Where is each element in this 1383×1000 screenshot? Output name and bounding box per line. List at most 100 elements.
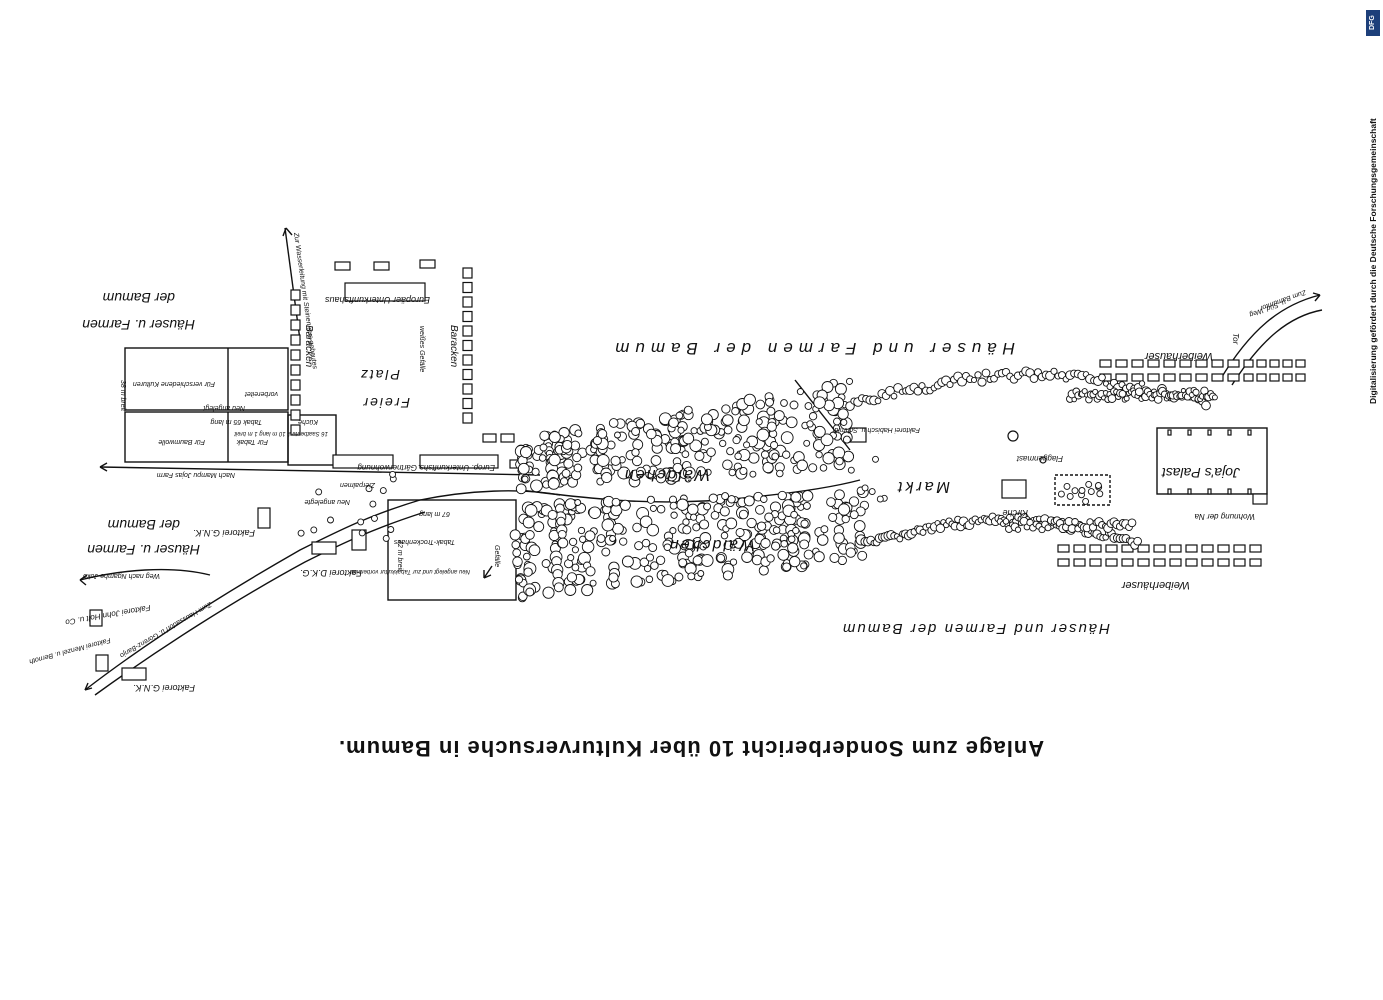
tree-icon	[1134, 387, 1144, 397]
tree-icon	[1044, 524, 1052, 532]
tree-icon	[756, 428, 770, 442]
tree-icon	[676, 498, 689, 511]
weiberhaus-hut	[1217, 558, 1230, 567]
tree-icon	[369, 500, 377, 508]
tree-icon	[574, 429, 583, 438]
tree-icon	[981, 368, 991, 378]
hut-c	[419, 259, 436, 269]
tree-icon	[572, 452, 582, 463]
tree-icon	[646, 523, 660, 537]
arrow-water-icon	[282, 227, 293, 237]
label-gaertnerwohnung: Gärtnerwohnung	[357, 463, 417, 472]
credit-text: Digitalisierung gefördert durch die Deut…	[1368, 118, 1378, 404]
tree-icon	[719, 506, 730, 517]
weiberhaus-hut	[1105, 544, 1118, 553]
label-haeuser-mid-2: der Bamum	[107, 517, 180, 533]
tree-icon	[608, 418, 619, 428]
tree-icon	[821, 381, 834, 393]
tree-icon	[735, 527, 745, 538]
baracken-left	[290, 289, 301, 436]
tree-lines	[297, 366, 1218, 550]
label-breit-38m: 38 m breit	[119, 380, 126, 412]
tree-icon	[585, 566, 596, 577]
tree-icon	[802, 501, 811, 510]
tree-icon	[1211, 394, 1218, 401]
tree-icon	[760, 495, 768, 503]
map-drawing	[79, 227, 1323, 696]
tree-icon	[677, 426, 685, 434]
baracke-hut	[462, 368, 473, 381]
tree-icon	[524, 504, 538, 517]
tree-icon	[777, 548, 790, 561]
label-kirche: Kirche	[1002, 508, 1028, 518]
label-markt: Markt	[895, 478, 950, 495]
tree-icon	[611, 497, 621, 507]
tree-icon	[650, 561, 659, 570]
tree-icon	[770, 441, 779, 450]
tree-icon	[538, 454, 547, 462]
tree-icon	[765, 397, 774, 407]
tree-icon	[762, 461, 774, 474]
label-haeuser-bottom: Häuser und Farmen der Bamum	[841, 620, 1110, 637]
baracke-hut	[462, 383, 473, 395]
tree-icon	[727, 495, 736, 504]
tree-icon	[661, 574, 675, 587]
label-tabak-trockenhaus: Tabak-Trockenhaus	[393, 538, 455, 545]
label-europ-unterkunftshaus: Europäer Unterkunftshaus	[324, 295, 430, 305]
arrow-ngambe-icon	[79, 574, 88, 586]
forest-waeldchen-south	[509, 486, 870, 603]
tree-icon	[646, 495, 655, 504]
tree-icon	[832, 446, 846, 460]
tree-icon	[813, 396, 826, 409]
tree-icon	[601, 547, 611, 557]
tree-icon	[771, 541, 781, 551]
weiberhaus-hut	[1163, 373, 1176, 382]
tree-icon	[511, 540, 521, 550]
label-baumwolle: Für Baumwolle	[158, 438, 205, 445]
tree-icon	[523, 567, 533, 577]
tree-icon	[1138, 380, 1146, 387]
tree-icon	[683, 405, 693, 415]
tree-icon	[521, 475, 529, 483]
tree-icon	[1085, 480, 1093, 488]
tree-icon	[857, 550, 868, 561]
tree-icon	[935, 523, 946, 534]
baracke-hut	[462, 267, 473, 279]
tree-icon	[776, 469, 784, 478]
tree-icon	[803, 439, 811, 447]
tree-icon	[614, 431, 621, 439]
tree-icon	[533, 521, 545, 533]
tree-icon	[820, 525, 829, 534]
tree-icon	[548, 431, 561, 444]
tree-icon	[519, 446, 533, 459]
tree-icon	[1201, 400, 1211, 411]
tree-icon	[672, 462, 683, 474]
tree-icon	[669, 501, 678, 510]
tree-icon	[764, 512, 774, 522]
tree-icon	[564, 584, 577, 596]
main-road	[84, 490, 561, 691]
weiberhaus-hut	[1137, 558, 1150, 567]
tree-icon	[610, 455, 621, 466]
tree-icon	[723, 425, 733, 435]
tree-icon	[760, 538, 771, 549]
tree-icon	[739, 466, 748, 476]
tree-icon	[990, 374, 998, 383]
tree-icon	[682, 518, 690, 526]
label-vorbereitet: vorbereitet	[244, 390, 278, 397]
tree-icon	[601, 471, 613, 484]
tree-icon	[541, 559, 551, 568]
tree-icon	[562, 439, 573, 450]
tree-icon	[619, 537, 628, 546]
tree-icon	[608, 572, 619, 583]
tree-icon	[557, 529, 567, 539]
weiberhaus-hut	[1195, 373, 1208, 382]
tree-icon	[1071, 518, 1079, 526]
tree-icon	[734, 452, 742, 460]
tree-icon	[803, 549, 814, 560]
tree-icon	[760, 450, 770, 459]
tree-icon	[813, 425, 826, 438]
tree-icon	[829, 552, 840, 563]
baracke-hut	[290, 424, 301, 436]
tree-icon	[568, 537, 578, 547]
